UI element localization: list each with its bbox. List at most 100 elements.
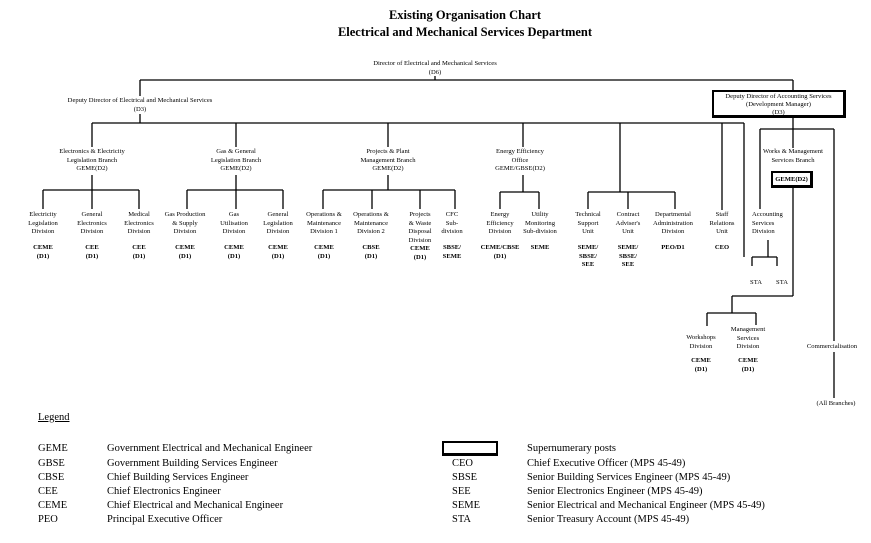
org-node-dd-ems: Deputy Director of Electrical and Mechan… — [68, 97, 213, 114]
label-line: Efficiency — [486, 219, 514, 227]
label-line: Administration — [653, 219, 693, 227]
grade-line: SBSE/ — [579, 252, 597, 260]
grade-line: CBSE — [362, 244, 380, 251]
org-node-me-div-grade: CEE(D1) — [132, 244, 146, 261]
org-node-sta-1: STA — [750, 279, 762, 288]
label-line: STA — [776, 279, 788, 286]
grade-line: CEME — [33, 244, 53, 251]
org-node-gl-div-grade: CEME(D1) — [268, 244, 288, 261]
label-line: Departmental — [655, 211, 691, 218]
label-line: division — [441, 228, 463, 236]
label-line: Legislation — [28, 219, 58, 227]
label-line: Support — [577, 219, 599, 227]
org-node-ge-div-grade: CEE(D1) — [85, 244, 99, 261]
legend-abbr: STA — [452, 514, 471, 525]
org-node-gu-div-grade: CEME(D1) — [224, 244, 244, 261]
label-line: (Development Manager) — [746, 101, 811, 109]
label-line: Legislation — [263, 219, 293, 227]
legend-title: Legend — [38, 412, 70, 423]
org-node-all-branches: (All Branches) — [817, 400, 856, 409]
org-node-director: Director of Electrical and Mechanical Se… — [373, 60, 497, 77]
label-line: Projects & Plant — [366, 148, 410, 155]
label-line: Legislation Branch — [210, 156, 262, 164]
label-line: Workshops — [686, 334, 716, 341]
label-line: Energy — [490, 211, 510, 218]
label-line: Works & Management — [763, 148, 823, 155]
label-line: Maintenance — [306, 219, 342, 227]
label-line: Division — [689, 342, 713, 350]
grade-line: (D1) — [364, 252, 378, 260]
label-line: Electronics & Electricity — [59, 148, 125, 155]
org-node-ws-div-grade: CEME(D1) — [691, 357, 711, 374]
legend-desc: Senior Electrical and Mechanical Enginee… — [527, 500, 765, 511]
label-line: Sub- — [445, 219, 459, 227]
label-line: General — [81, 211, 103, 218]
legend-desc: Government Building Services Engineer — [107, 458, 278, 469]
chart-subtitle: Electrical and Mechanical Services Depar… — [337, 25, 593, 39]
label-line: Legislation Branch — [66, 156, 118, 164]
grade-line: CEE — [85, 244, 99, 251]
grade-line: CEME — [691, 357, 711, 364]
legend-desc: Chief Executive Officer (MPS 45-49) — [527, 458, 686, 469]
legend-desc: Chief Electronics Engineer — [107, 486, 221, 497]
legend-box-desc: Supernumerary posts — [527, 443, 616, 454]
label-line: Division — [736, 343, 760, 351]
org-node-el-div-grade: CEME(D1) — [33, 244, 53, 261]
grade-line: (D1) — [741, 365, 755, 373]
org-node-sta-2: STA — [776, 279, 788, 288]
grade-line: (D1) — [227, 252, 241, 260]
label-line: (All Branches) — [816, 400, 856, 407]
grade-line: CEME — [224, 244, 244, 251]
label-line: Gas & General — [216, 148, 256, 155]
label-line: Management — [730, 326, 766, 333]
label-line: Gas — [228, 211, 240, 218]
label-line: Services — [752, 219, 775, 227]
org-node-wm-branch-code-box: GEME(D2) — [771, 171, 813, 188]
org-node-cfc-div-grade: SBSE/SEME — [443, 244, 462, 261]
label-line: & Supply — [172, 219, 198, 227]
legend-abbr: GBSE — [38, 458, 65, 469]
legend-abbr: SEME — [452, 500, 481, 511]
grade-line: (D1) — [132, 252, 146, 260]
org-node-cau-div-grade: SEME/SBSE/SEE — [618, 244, 639, 270]
label-line: Director of Electrical and Mechanical Se… — [373, 60, 497, 67]
label-line: Office — [511, 156, 529, 164]
supernumerary-box-symbol — [442, 441, 498, 456]
grade-line: PEO/D1 — [661, 244, 685, 251]
label-line: Relations — [709, 219, 735, 227]
legend-desc: Senior Electronics Engineer (MPS 45-49) — [527, 486, 703, 497]
grade-line: SEME/ — [617, 244, 639, 251]
grade-line: (D1) — [317, 252, 331, 260]
org-node-gp-div-grade: CEME(D1) — [175, 244, 195, 261]
label-line: Division — [31, 228, 55, 236]
org-node-ms-div-grade: CEME(D1) — [738, 357, 758, 374]
label-line: Projects — [409, 211, 431, 218]
legend-abbr: CEME — [38, 500, 68, 511]
grade-line: CEME — [175, 244, 195, 251]
label-line: Services Branch — [771, 156, 815, 164]
legend-desc: Senior Treasury Account (MPS 45-49) — [527, 514, 690, 525]
label-line: Deputy Director of Electrical and Mechan… — [67, 97, 213, 104]
grade-line: CEME/CBSE — [480, 244, 520, 251]
legend-desc: Chief Electrical and Mechanical Engineer — [107, 500, 284, 511]
label-line: GEME(D2) — [76, 165, 108, 173]
label-line: & Waste — [408, 219, 432, 227]
legend-abbr: GEME — [38, 443, 68, 454]
label-line: Division — [173, 228, 197, 236]
